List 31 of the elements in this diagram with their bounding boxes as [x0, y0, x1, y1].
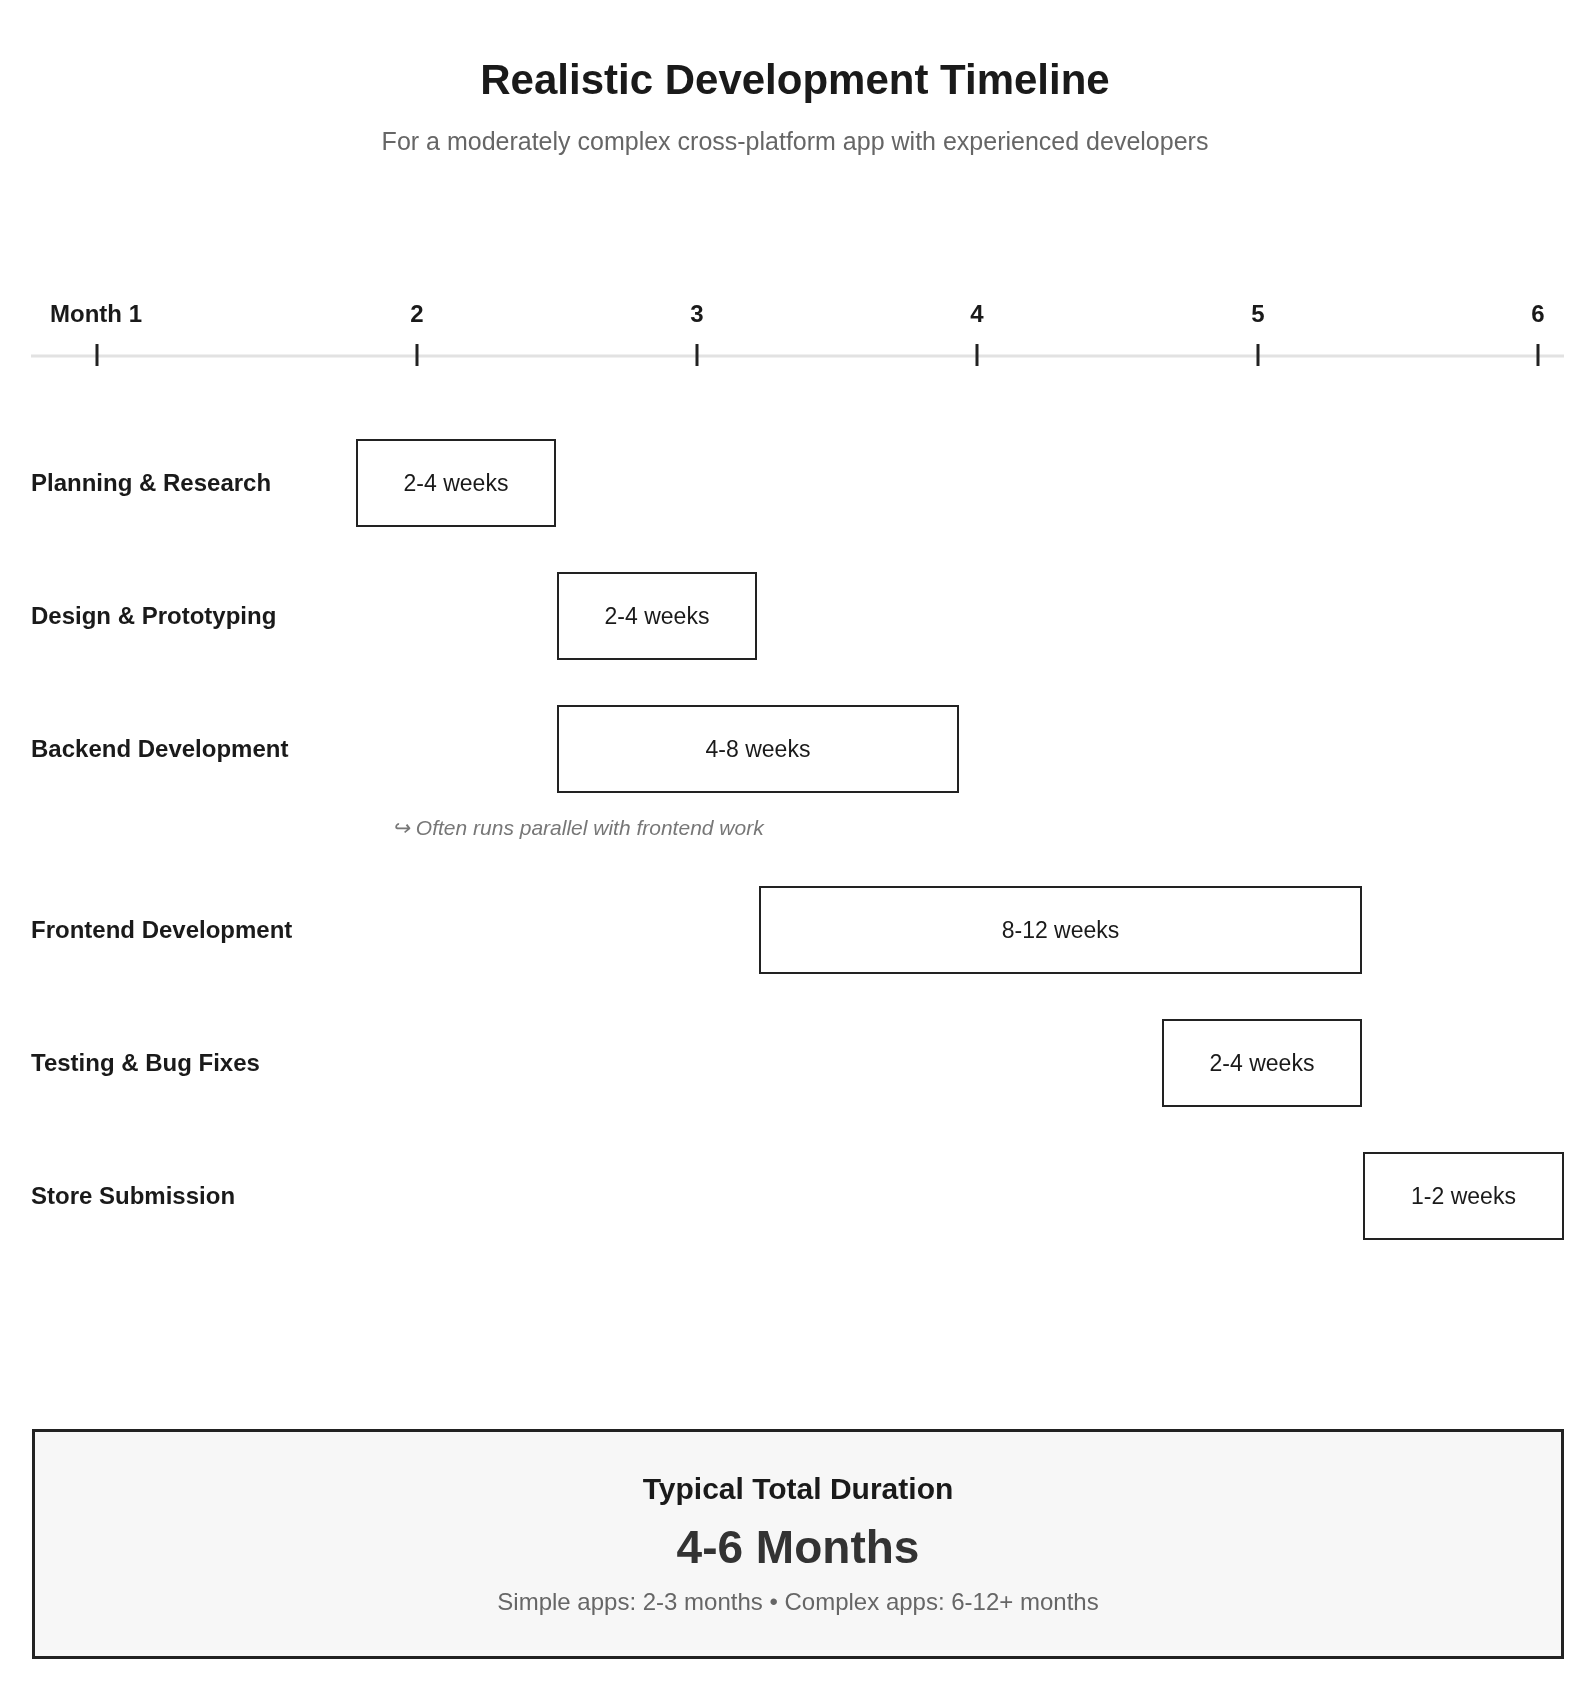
duration-bar: [759, 886, 1362, 974]
summary-heading: Typical Total Duration: [642, 1472, 954, 1506]
phase-label: Planning & Research: [31, 469, 272, 497]
axis-tick-label: 5: [1251, 300, 1265, 328]
axis-tick-label: 2: [410, 300, 424, 328]
duration-bar: [356, 439, 556, 527]
phase-label: Design & Prototyping: [31, 602, 277, 630]
duration-text: 4-8 weeks: [705, 735, 811, 763]
note-text: ↪ Often runs parallel with frontend work: [392, 816, 764, 840]
duration-text: 8-12 weeks: [1001, 916, 1120, 944]
duration-text: 2-4 weeks: [604, 602, 710, 630]
phase-label: Backend Development: [31, 735, 289, 763]
duration-text: 2-4 weeks: [403, 469, 509, 497]
duration-text: 2-4 weeks: [1209, 1049, 1315, 1077]
summary-panel: [32, 1429, 1564, 1659]
axis-tick-label: 3: [690, 300, 704, 328]
axis-tick-label: Month 1: [50, 300, 142, 328]
phase-label: Store Submission: [31, 1182, 236, 1210]
phase-label: Testing & Bug Fixes: [31, 1049, 260, 1077]
duration-bar: [1162, 1019, 1362, 1107]
total-duration: 4-6 Months: [676, 1520, 920, 1574]
duration-bar: [1363, 1152, 1564, 1240]
title: Realistic Development Timeline: [479, 56, 1111, 104]
axis-tick-label: 6: [1531, 300, 1545, 328]
duration-bar: [557, 572, 757, 660]
duration-note: Simple apps: 2-3 months • Complex apps: 6-12+ months: [497, 1588, 1099, 1616]
phase-label: Frontend Development: [31, 916, 293, 944]
axis-tick-label: 4: [970, 300, 984, 328]
duration-bar: [557, 705, 959, 793]
subtitle: For a moderately complex cross-platform app with experienced developers: [380, 127, 1210, 156]
duration-text: 1-2 weeks: [1411, 1182, 1516, 1210]
